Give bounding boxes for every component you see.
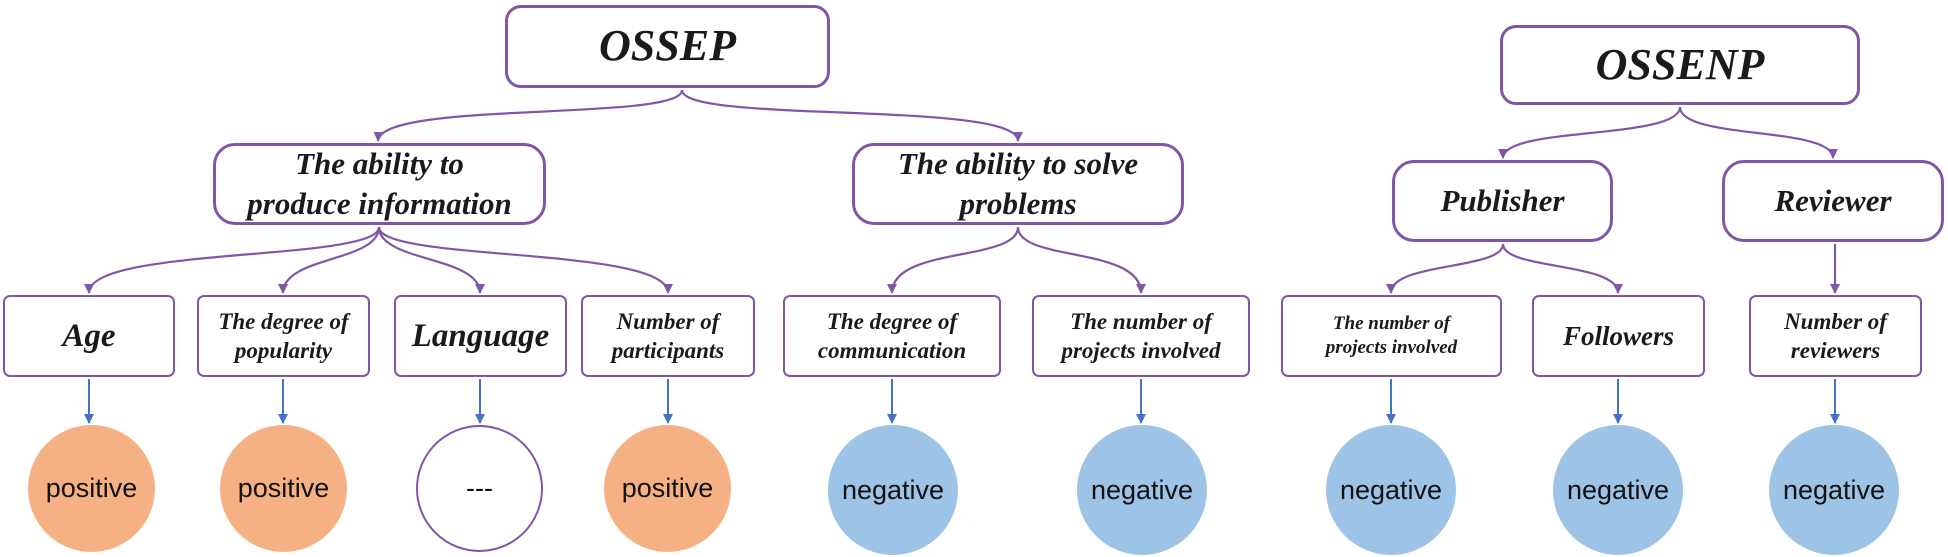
link-produce-information-language: [377, 226, 485, 294]
effect-age: positive: [28, 425, 155, 552]
factor-projects-involved-ossep: The number of projects involved: [1032, 295, 1250, 377]
link-ossep-solve-problems: [680, 89, 1023, 142]
node-ossenp: OSSENP: [1500, 25, 1860, 105]
link-ossep-produce-information: [373, 89, 684, 142]
effect-projects-involved-ossep: negative: [1077, 425, 1207, 555]
link-produce-information-popularity: [278, 226, 381, 294]
link-ossenp-reviewer: [1678, 106, 1838, 159]
factor-projects-involved-ossenp: The number of projects involved: [1281, 295, 1502, 377]
node-solve-problems: The ability to solve problems: [852, 143, 1184, 225]
effect-projects-involved-ossenp: negative: [1326, 425, 1456, 555]
node-produce-information: The ability to produce information: [213, 143, 546, 225]
link-publisher-projects: [1386, 243, 1505, 294]
node-ossep: OSSEP: [505, 5, 830, 88]
factor-language: Language: [394, 295, 567, 377]
effect-popularity: positive: [220, 425, 347, 552]
factor-followers: Followers: [1532, 295, 1705, 377]
effect-participants: positive: [604, 425, 731, 552]
link-produce-information-age: [84, 226, 381, 294]
factor-communication: The degree of communication: [783, 295, 1001, 377]
link-ossenp-publisher: [1498, 106, 1682, 159]
link-publisher-followers: [1501, 243, 1623, 294]
effect-reviewers: negative: [1769, 425, 1899, 555]
effect-language: ---: [416, 425, 543, 552]
node-publisher: Publisher: [1392, 160, 1613, 242]
link-solve-problems-communication: [887, 226, 1020, 294]
effect-communication: negative: [828, 425, 958, 555]
factor-participants: Number of participants: [581, 295, 755, 377]
factor-reviewers: Number of reviewers: [1749, 295, 1922, 377]
factor-popularity: The degree of popularity: [197, 295, 370, 377]
link-solve-problems-projects: [1016, 226, 1146, 294]
factor-age: Age: [3, 295, 175, 377]
link-produce-information-participants: [377, 226, 673, 294]
effect-followers: negative: [1553, 425, 1683, 555]
node-reviewer: Reviewer: [1722, 160, 1944, 242]
